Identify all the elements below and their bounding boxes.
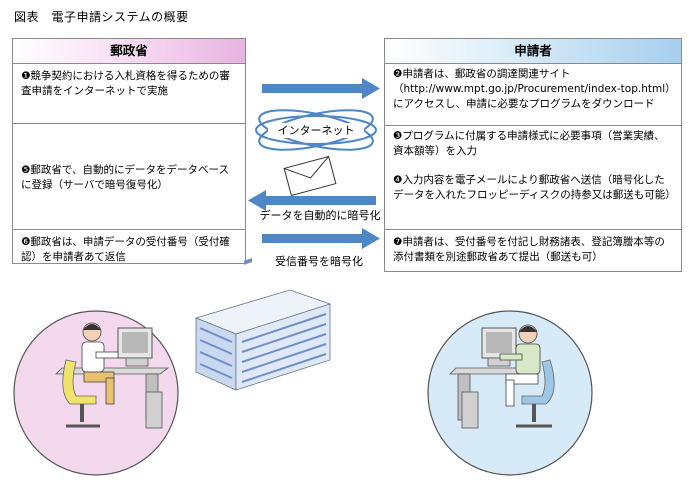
figure-title: 図表 電子申請システムの概要 xyxy=(14,10,189,24)
arrow-right-bottom-icon xyxy=(262,228,380,249)
arrow-left-middle-icon xyxy=(248,190,376,211)
applicant-divider-1 xyxy=(385,125,681,126)
applicant-header: 申請者 xyxy=(385,39,681,64)
ministry-step-5: ❺郵政省で、自動的にデータをデータベースに登録（サーバで暗号復号化） xyxy=(21,164,229,191)
ministry-panel: 郵政省 ❶競争契約における入札資格を得るための審査申請をインターネットで実施 ❺… xyxy=(12,38,246,264)
applicant-step-2: ❷申請者は、郵政省の調達関連サイト（http://www.mpt.go.jp/P… xyxy=(393,68,671,110)
envelope-icon xyxy=(283,155,337,197)
applicant-panel: 申請者 ❷申請者は、郵政省の調達関連サイト（http://www.mpt.go.… xyxy=(384,38,682,272)
applicant-worker-illustration-icon xyxy=(427,310,593,476)
ministry-worker-illustration-icon xyxy=(13,310,179,476)
ministry-divider-2 xyxy=(13,229,245,230)
applicant-divider-2 xyxy=(385,229,681,230)
ministry-divider-1 xyxy=(13,123,245,124)
ministry-header: 郵政省 xyxy=(13,39,245,64)
applicant-step-7: ❼申請者は、受付番号を付記し財務諸表、登記簿謄本等の添付書類を別途郵政省あて提出… xyxy=(393,236,665,263)
internet-label: インターネット xyxy=(268,123,364,138)
applicant-step-4: ❹入力内容を電子メールにより郵政省へ送信（暗号化したデータを入れたフロッピーディ… xyxy=(393,174,676,201)
encrypt-auto-label: データを自動的に暗号化 xyxy=(259,209,381,222)
ministry-step-1: ❶競争契約における入札資格を得るための審査申請をインターネットで実施 xyxy=(21,70,230,97)
applicant-step-3: ❸プログラムに付属する申請様式に必要事項（営業実績、資本額等）を入力 xyxy=(393,130,665,157)
arrow-right-top-icon xyxy=(262,78,380,99)
internet-orbit-icon xyxy=(255,109,377,151)
ministry-step-6: ❻郵政省は、申請データの受付番号（受付確認）を申請者あて返信 xyxy=(21,236,230,263)
receipt-encrypt-label: 受信番号を暗号化 xyxy=(275,255,363,268)
ministry-building-icon xyxy=(194,258,332,391)
